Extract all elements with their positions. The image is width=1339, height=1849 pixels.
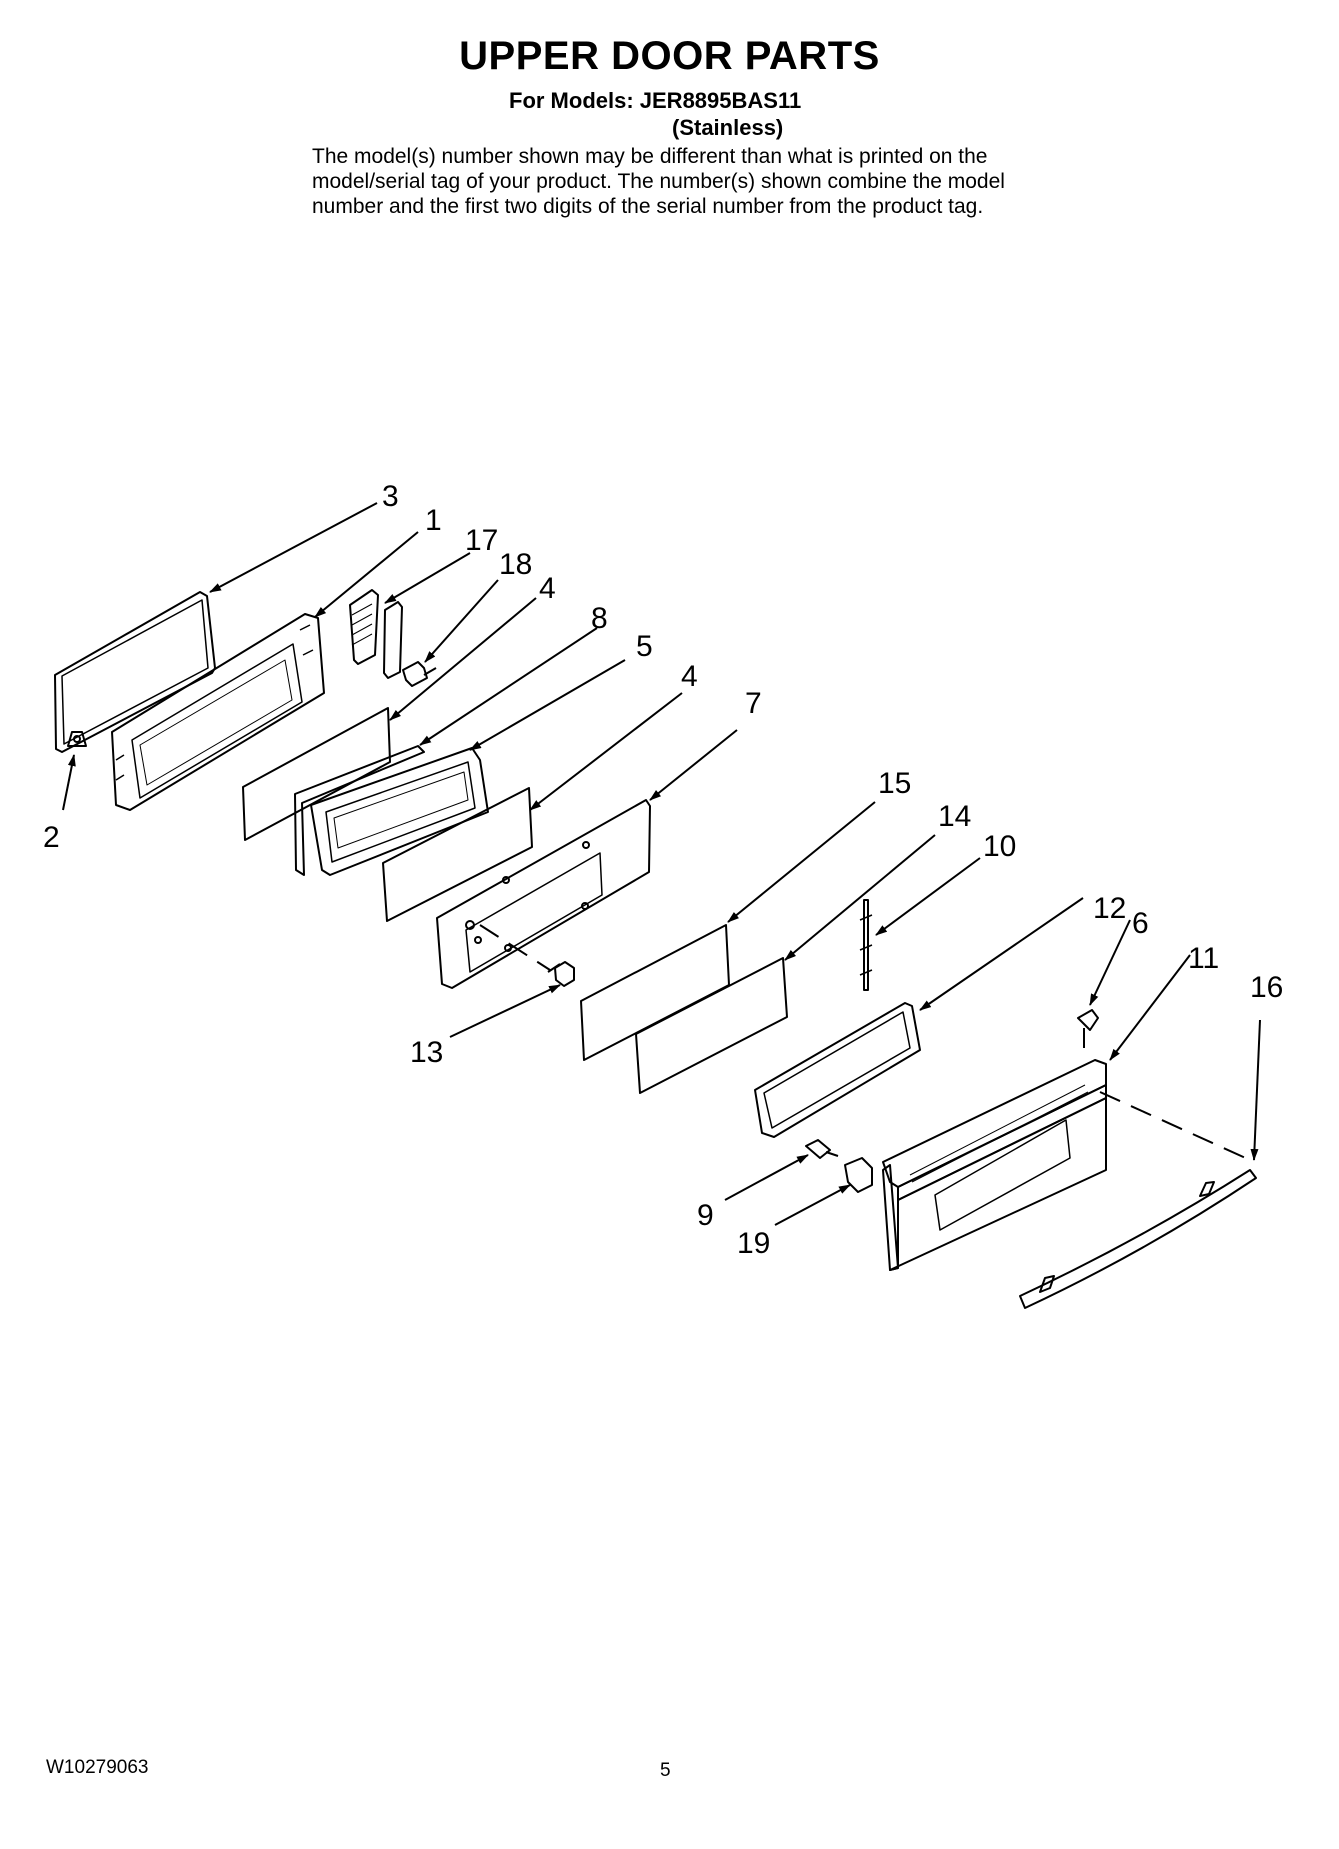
part-5-glass-pack xyxy=(310,747,489,876)
callout-label: 1 xyxy=(425,504,442,537)
models-line: For Models: JER8895BAS11 xyxy=(509,88,802,113)
page-number: 5 xyxy=(660,1760,671,1781)
callout-label: 8 xyxy=(591,602,608,635)
part-10-spring xyxy=(859,899,873,991)
model-number-note: The model(s) number shown may be differe… xyxy=(312,144,1132,219)
callout-label: 12 xyxy=(1093,892,1126,925)
callout-label: 15 xyxy=(878,767,911,800)
part-19-bushing xyxy=(844,1157,873,1193)
part-16-handle xyxy=(1019,1169,1257,1309)
part-2-clip xyxy=(67,731,87,747)
part-1-inner-door-frame xyxy=(111,613,325,811)
callout-label: 6 xyxy=(1132,907,1149,940)
part-4-strip xyxy=(294,745,425,876)
note-line: number and the first two digits of the s… xyxy=(312,195,984,218)
callout-labels: 3 1 17 18 4 8 5 4 7 2 15 14 10 12 6 11 1… xyxy=(43,480,1283,1260)
callout-label: 4 xyxy=(539,572,556,605)
callout-label: 3 xyxy=(382,480,399,513)
document-code: W10279063 xyxy=(46,1757,149,1778)
note-line: The model(s) number shown may be differe… xyxy=(312,145,988,168)
part-7-inner-panel xyxy=(436,799,651,989)
callout-label: 16 xyxy=(1250,971,1283,1004)
part-6-screw xyxy=(1077,1009,1099,1048)
part-13-screw xyxy=(547,961,575,987)
part-15-glass-panel xyxy=(580,924,730,1061)
callout-label: 14 xyxy=(938,800,971,833)
callout-label: 9 xyxy=(697,1199,714,1232)
callout-label: 4 xyxy=(681,660,698,693)
part-3-gasket xyxy=(54,591,216,753)
part-12-gasket xyxy=(754,1002,921,1138)
callout-label: 2 xyxy=(43,821,60,854)
alignment-dash-lines xyxy=(479,924,1251,1161)
callout-label: 19 xyxy=(737,1227,770,1260)
callout-label: 11 xyxy=(1188,942,1219,975)
part-8-glass-panel xyxy=(242,707,391,841)
part-17-hinge xyxy=(349,589,403,679)
callout-label: 10 xyxy=(983,830,1016,863)
part-11-outer-door-panel xyxy=(882,1059,1107,1271)
leader-lines xyxy=(62,502,1261,1226)
callout-label: 13 xyxy=(410,1036,443,1069)
note-line: model/serial tag of your product. The nu… xyxy=(312,170,1005,193)
model-variant: (Stainless) xyxy=(672,115,784,140)
callout-label: 18 xyxy=(499,548,532,581)
callout-label: 7 xyxy=(745,687,762,720)
part-18-screw xyxy=(402,661,437,687)
part-9-screw xyxy=(805,1139,839,1159)
page-title: UPPER DOOR PARTS xyxy=(459,34,880,78)
callout-label: 5 xyxy=(636,630,653,663)
callout-label: 17 xyxy=(465,524,498,557)
part-14-glass-panel xyxy=(635,957,788,1094)
part-4-glass-panel xyxy=(382,787,533,922)
